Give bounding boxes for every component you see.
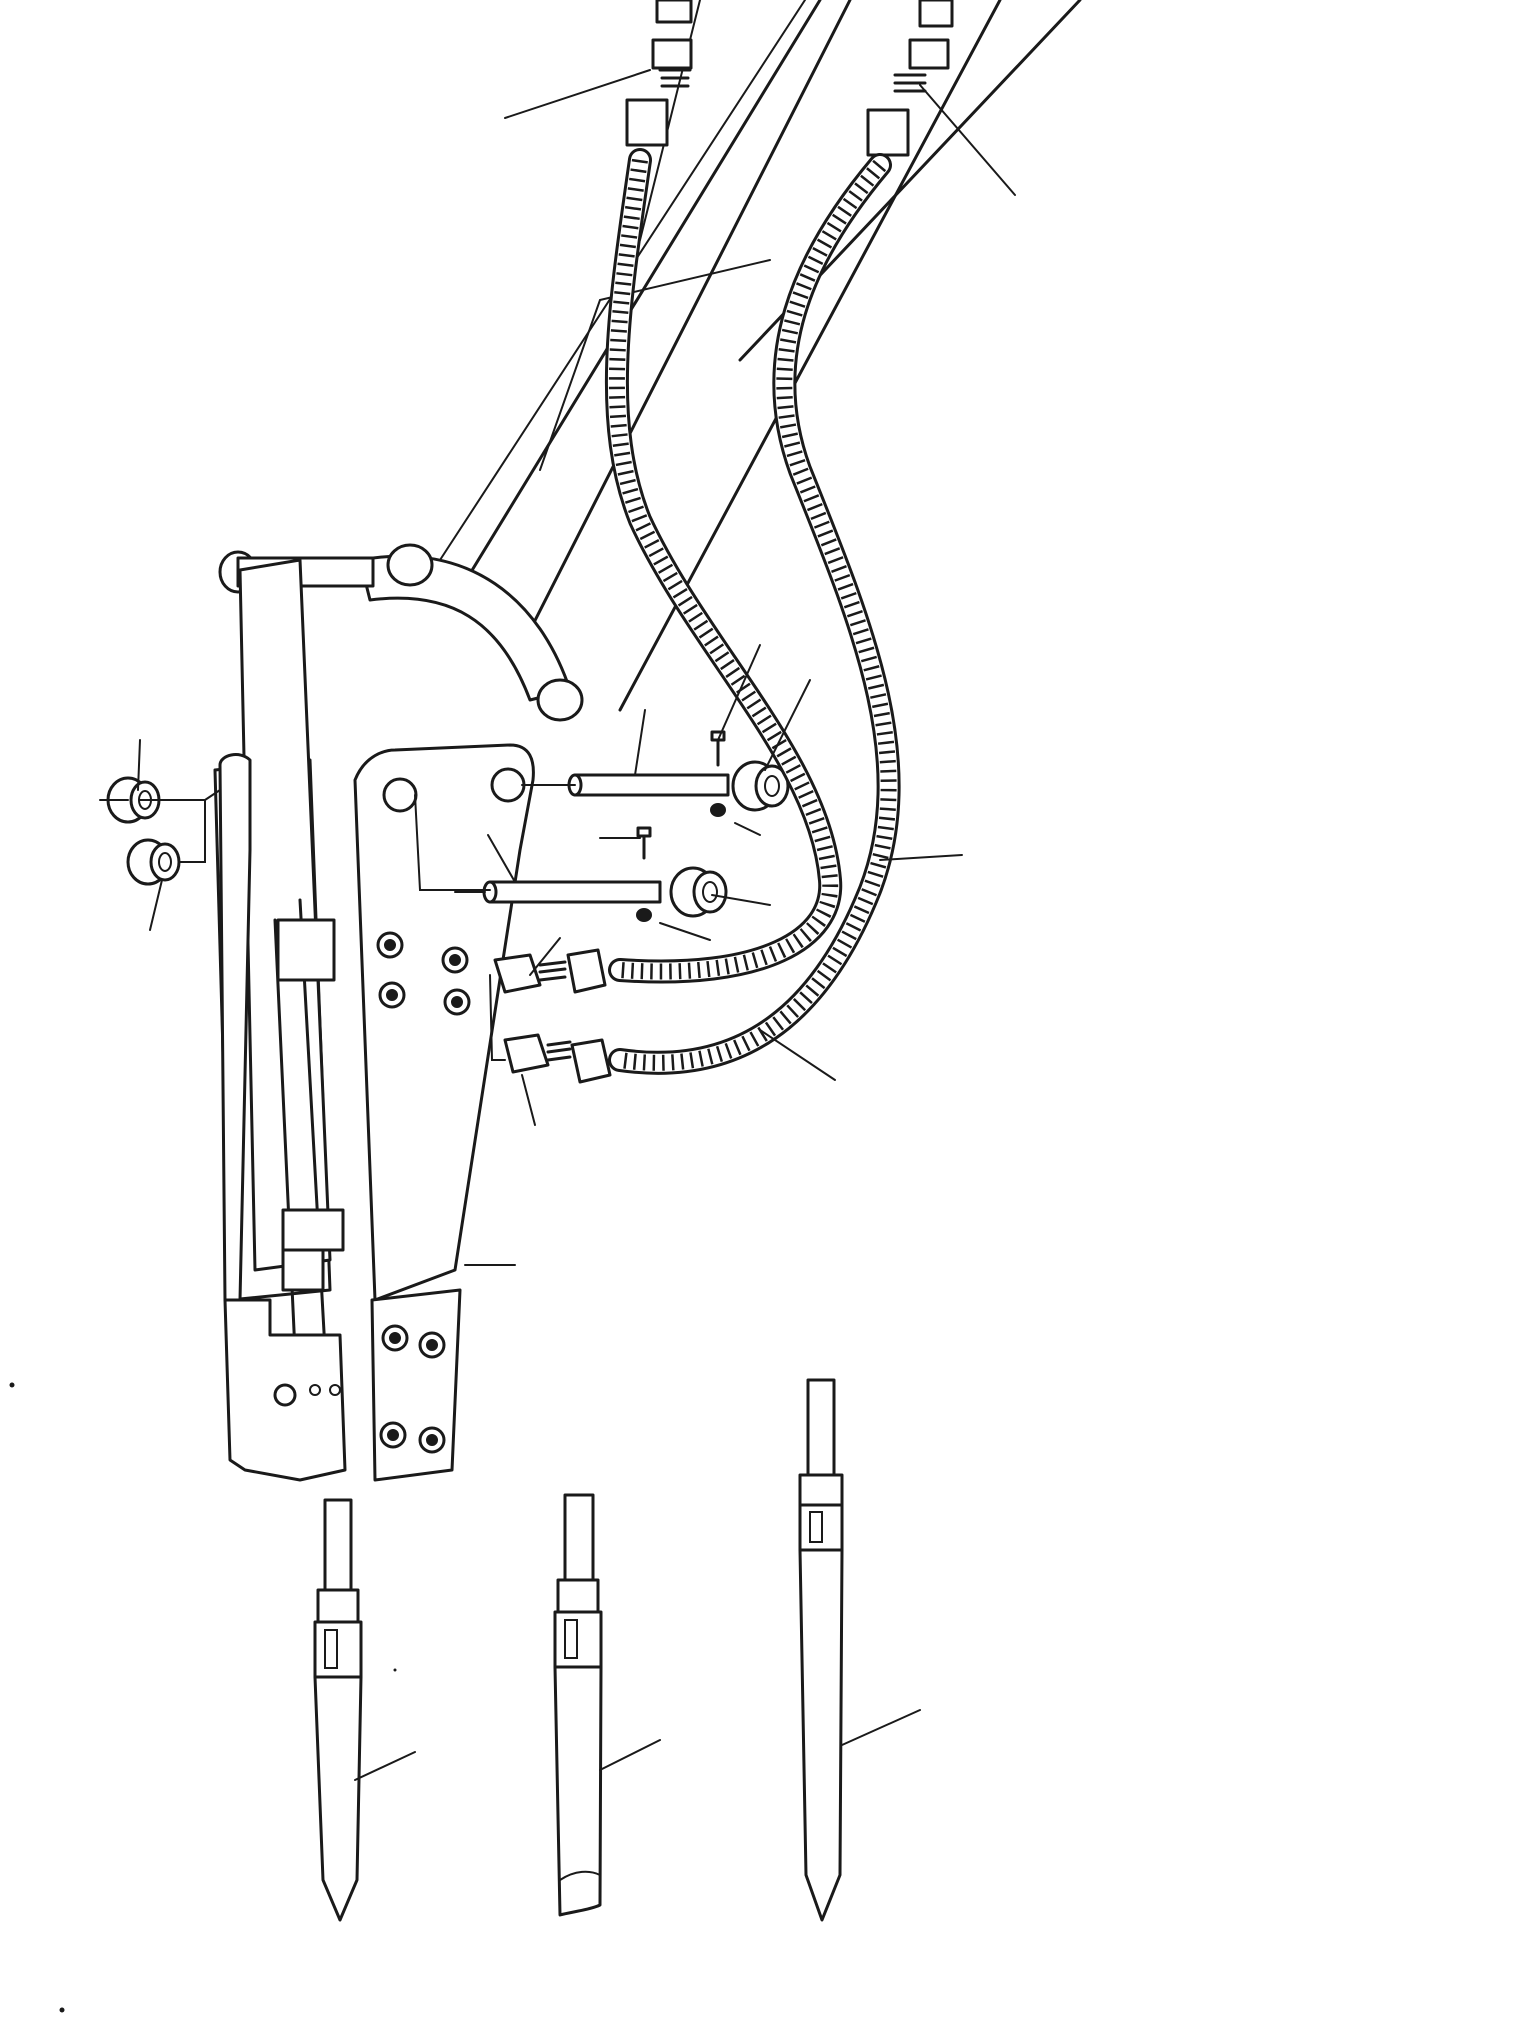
chisel-moil-point xyxy=(313,1498,363,1922)
hydraulic-hose xyxy=(604,148,901,1075)
leader-fitting-lower xyxy=(521,1074,536,1126)
scan-specks xyxy=(9,1382,397,2013)
leader-left-bushing-upper xyxy=(137,739,141,791)
hose-fitting xyxy=(493,948,612,1084)
boom-arm xyxy=(439,0,1082,712)
leader-bushing-lower xyxy=(711,894,771,906)
leader-nut-lower xyxy=(659,922,711,941)
leader-nut-upper xyxy=(734,822,761,836)
leader-top-right-fitting xyxy=(919,84,1016,196)
mounting-bracket xyxy=(353,743,535,1482)
chisel-flat-blade xyxy=(553,1493,603,1917)
lock-nut xyxy=(636,803,726,922)
mounting-pin xyxy=(482,773,730,904)
top-fittings xyxy=(625,0,954,157)
leader-pin-upper xyxy=(634,709,646,776)
leader-fitting-upper xyxy=(529,937,561,976)
leader-bolt-upper xyxy=(717,644,761,741)
leader-lines xyxy=(99,69,1016,1781)
leader-fitting-bracket xyxy=(489,974,506,1061)
leader-pin-bracket xyxy=(414,794,491,891)
leader-bushing-upper xyxy=(764,679,811,771)
chisel-long-point xyxy=(798,1378,844,1922)
leader-top-left-fitting xyxy=(504,69,651,119)
leader-hose-right xyxy=(879,854,963,861)
leader-chisel-3 xyxy=(841,1709,921,1746)
hydraulic-breaker xyxy=(213,558,347,1482)
leader-chisel-1 xyxy=(354,1751,416,1781)
leader-left-bushing-bracket xyxy=(139,789,221,863)
leader-left-bushing-lower xyxy=(149,879,163,931)
left-bushing xyxy=(106,776,181,886)
leader-hose-lower xyxy=(759,1029,836,1081)
leader-pin-lower xyxy=(487,834,516,883)
leader-chisel-2 xyxy=(599,1739,661,1771)
retaining-bolt xyxy=(636,730,726,860)
pin-bushing xyxy=(669,760,790,918)
